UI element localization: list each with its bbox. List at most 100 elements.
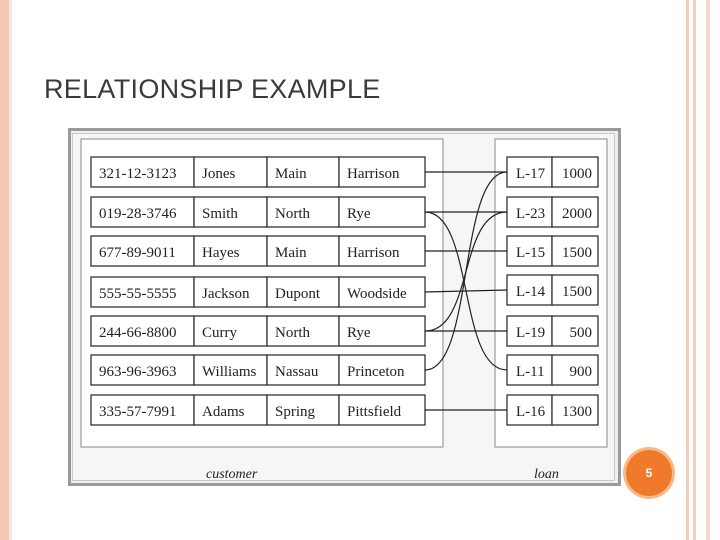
customer-cell (338, 315, 426, 347)
customer-cell-text: Smith (202, 206, 238, 222)
customer-cell (90, 196, 195, 228)
loan-cell-text: L-17 (516, 166, 546, 182)
customer-cell-text: 335-57-7991 (99, 404, 177, 420)
customer-cell-text: Harrison (347, 166, 400, 182)
customer-cell (193, 235, 268, 267)
customer-cell-text: Pittsfield (347, 404, 402, 420)
customer-cell (266, 354, 340, 386)
customer-cell-text: 677-89-9011 (99, 245, 176, 261)
customer-cell (338, 354, 426, 386)
customer-row: 677-89-9011 Hayes Main Harrison (90, 235, 426, 267)
loan-row: L-17 1000 (506, 156, 599, 188)
customer-cell-text: Hayes (202, 245, 240, 261)
loan-cell-text: L-19 (516, 325, 545, 341)
customer-caption: customer (206, 467, 258, 482)
customer-cell-text: Adams (202, 404, 245, 420)
customer-cell (266, 235, 340, 267)
customer-cell-text: North (275, 325, 310, 341)
customer-row: 321-12-3123 Jones Main Harrison (90, 156, 426, 188)
customer-cell (266, 276, 340, 308)
customer-cell-text: Rye (347, 206, 371, 222)
customer-cell (90, 394, 195, 426)
slide-title: RELATIONSHIP EXAMPLE (44, 74, 381, 104)
loan-cell-text: 1500 (562, 284, 592, 300)
customer-cell-text: Main (275, 166, 307, 182)
customer-cell (90, 156, 195, 188)
customer-cell (266, 394, 340, 426)
customer-cell-text: Williams (202, 364, 257, 380)
customer-cell-text: 321-12-3123 (99, 166, 177, 182)
customer-row: 019-28-3746 Smith North Rye (90, 196, 426, 228)
loan-cell (551, 354, 599, 386)
customer-cell-text: Harrison (347, 245, 400, 261)
customer-cell-text: Jones (202, 166, 235, 182)
loan-row: L-19 500 (506, 315, 599, 347)
relationship-line (424, 289, 508, 293)
customer-cell-text: Rye (347, 325, 371, 341)
relationship-links (424, 171, 508, 411)
loan-cell (551, 196, 599, 228)
customer-cell (193, 196, 268, 228)
loan-cell (551, 274, 599, 306)
loan-cell (551, 156, 599, 188)
customer-cell-text: Woodside (347, 286, 407, 302)
loan-cell (506, 394, 553, 426)
loan-cell (551, 315, 599, 347)
slide-right-border (693, 0, 696, 540)
customer-cell-text: 963-96-3963 (99, 364, 177, 380)
customer-cell-text: North (275, 206, 310, 222)
loan-cell-text: L-16 (516, 404, 546, 420)
slide-right-border (706, 0, 710, 540)
customer-cell (338, 394, 426, 426)
loan-row: L-16 1300 (506, 394, 599, 426)
slide-right-border (686, 0, 689, 540)
loan-cell-text: 1500 (562, 245, 592, 261)
customer-cell (266, 196, 340, 228)
loan-cell-text: 1000 (562, 166, 592, 182)
page-number-badge: 5 (626, 450, 672, 496)
loan-cell-text: L-15 (516, 245, 545, 261)
loan-cell (551, 235, 599, 267)
loan-cell-text: L-23 (516, 206, 545, 222)
customer-cell (193, 156, 268, 188)
customer-cell (338, 156, 426, 188)
customer-cell (338, 196, 426, 228)
slide-left-border (0, 0, 12, 540)
customer-cell-text: Spring (275, 404, 316, 420)
loan-cell-text: L-14 (516, 284, 546, 300)
loan-caption: loan (534, 467, 559, 482)
customer-cell (193, 394, 268, 426)
loan-cell-text: 900 (570, 364, 593, 380)
customer-row: 963-96-3963 Williams Nassau Princeton (90, 354, 426, 386)
customer-row: 244-66-8800 Curry North Rye (90, 315, 426, 347)
customer-cell (193, 276, 268, 308)
customer-cell-text: Curry (202, 325, 237, 341)
customer-cell-text: Main (275, 245, 307, 261)
customer-cell (90, 235, 195, 267)
customer-row: 335-57-7991 Adams Spring Pittsfield (90, 394, 426, 426)
relationship-line (424, 171, 508, 371)
loan-cell-text: L-11 (516, 364, 545, 380)
loan-cell-text: 500 (570, 325, 593, 341)
loan-row: L-14 1500 (506, 274, 599, 306)
loan-cell-text: 2000 (562, 206, 592, 222)
loan-cell-text: 1300 (562, 404, 592, 420)
loan-row: L-15 1500 (506, 235, 599, 267)
loan-row: L-23 2000 (506, 196, 599, 228)
customer-cell-text: 019-28-3746 (99, 206, 177, 222)
customer-row: 555-55-5555 Jackson Dupont Woodside (90, 276, 426, 308)
customer-cell (266, 156, 340, 188)
customer-cell-text: 244-66-8800 (99, 325, 177, 341)
loan-cell (506, 315, 553, 347)
loan-row: L-11 900 (506, 354, 599, 386)
customer-cell-text: Jackson (202, 286, 250, 302)
customer-cell-text: Princeton (347, 364, 405, 380)
customer-cell-text: 555-55-5555 (99, 286, 177, 302)
customer-cell-text: Nassau (275, 364, 319, 380)
customer-cell-text: Dupont (275, 286, 321, 302)
loan-cell (551, 394, 599, 426)
